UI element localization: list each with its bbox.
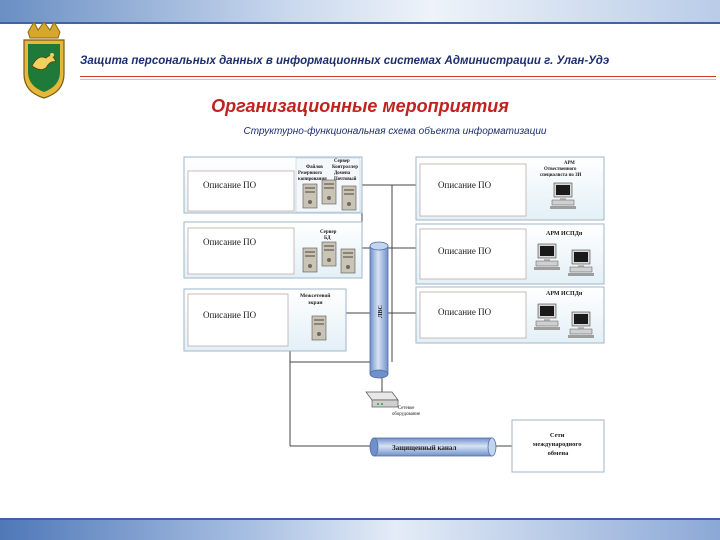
server-icon bbox=[341, 185, 357, 211]
block-label: Описание ПО bbox=[438, 307, 492, 317]
left-block-2: Описание ПО Сервер БД bbox=[183, 221, 363, 279]
server-icon bbox=[302, 247, 318, 273]
block-label: Описание ПО bbox=[203, 310, 257, 320]
server-icon bbox=[321, 179, 337, 205]
workstation-caption: АРМ Отвественного специалиста по ЗИ bbox=[540, 161, 581, 178]
firewall-icon bbox=[311, 315, 327, 341]
servers-caption: Сервер Файлов Контроллер Резервного Доме… bbox=[298, 159, 359, 182]
server-icon bbox=[302, 183, 318, 209]
firewall-caption: Межсетевой экран bbox=[300, 292, 332, 306]
bottom-decor-band bbox=[0, 518, 720, 540]
lan-label: ЛВС bbox=[378, 305, 384, 318]
secure-channel: Защищенный канал bbox=[369, 437, 497, 457]
router-caption: Сетевое оборудование bbox=[392, 406, 420, 417]
slide-title: Организационные мероприятия bbox=[211, 96, 509, 116]
header-divider-secondary bbox=[80, 79, 716, 80]
connection-lines bbox=[289, 184, 512, 447]
slide-subtitle: Структурно-функциональная схема объекта … bbox=[243, 126, 547, 137]
secure-channel-label: Защищенный канал bbox=[392, 444, 456, 452]
workstation-icon bbox=[567, 311, 595, 339]
workstation-caption: АРМ ИСПДн bbox=[546, 291, 583, 297]
servers-caption: Сервер БД bbox=[320, 230, 338, 241]
workstation-icon bbox=[549, 182, 577, 210]
right-block-3: Описание ПО АРМ ИСПДн bbox=[415, 286, 605, 344]
left-block-3: Описание ПО Межсетевой экран bbox=[183, 288, 347, 352]
workstation-icon bbox=[533, 303, 561, 331]
block-label: Описание ПО bbox=[438, 180, 492, 190]
header-divider bbox=[80, 76, 716, 77]
server-icon bbox=[321, 241, 337, 267]
block-label: Описание ПО bbox=[203, 237, 257, 247]
external-network-box: Сети международного обмена bbox=[511, 419, 605, 473]
block-label: Описание ПО bbox=[438, 246, 492, 256]
left-block-1: Описание ПО Сервер Файлов Контроллер Рез… bbox=[183, 156, 363, 214]
router-icon bbox=[365, 391, 399, 401]
lan-cylinder: ЛВС bbox=[369, 241, 389, 379]
right-block-1: Описание ПО АРМ Отвественного специалист… bbox=[415, 156, 605, 221]
city-emblem-icon bbox=[23, 22, 65, 99]
workstation-icon bbox=[533, 243, 561, 271]
top-decor-band bbox=[0, 0, 720, 24]
server-icon bbox=[340, 248, 356, 274]
workstation-caption: АРМ ИСПДн bbox=[546, 231, 583, 237]
block-label: Описание ПО bbox=[203, 180, 257, 190]
header-title: Защита персональных данных в информацион… bbox=[80, 55, 610, 67]
external-network-caption: Сети международного обмена bbox=[533, 432, 583, 457]
workstation-icon bbox=[567, 249, 595, 277]
network-equipment: Сетевое оборудование bbox=[365, 391, 420, 417]
right-block-2: Описание ПО АРМ ИСПДн bbox=[415, 223, 605, 285]
